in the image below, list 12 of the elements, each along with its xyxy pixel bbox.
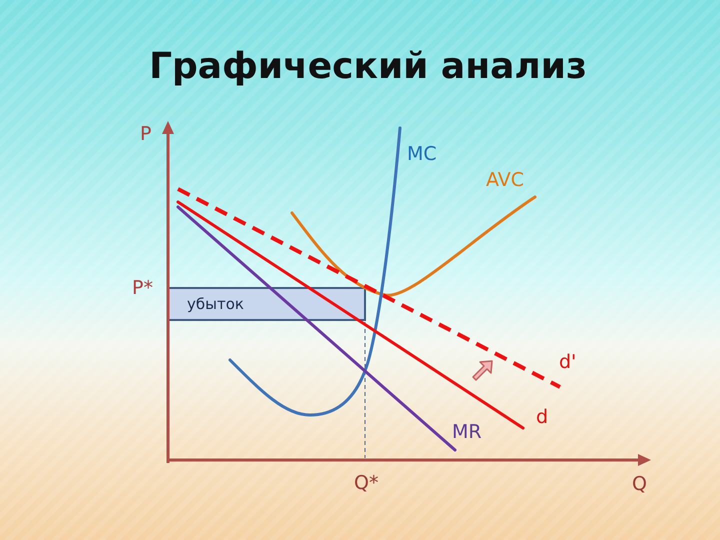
axis-label: P	[140, 123, 152, 145]
slide-title: Графический анализ	[149, 46, 587, 87]
curve-label: MR	[452, 421, 482, 443]
quantity-label: Q*	[354, 472, 378, 494]
curve-label: MC	[407, 143, 437, 165]
axis-label: Q	[632, 473, 647, 495]
price-label: P*	[132, 277, 153, 299]
area-label: убыток	[187, 295, 244, 313]
loss-area-rect	[167, 287, 366, 321]
curve-label: d	[536, 406, 548, 428]
curve-label: d'	[559, 351, 576, 373]
curve-label: AVC	[486, 169, 524, 191]
